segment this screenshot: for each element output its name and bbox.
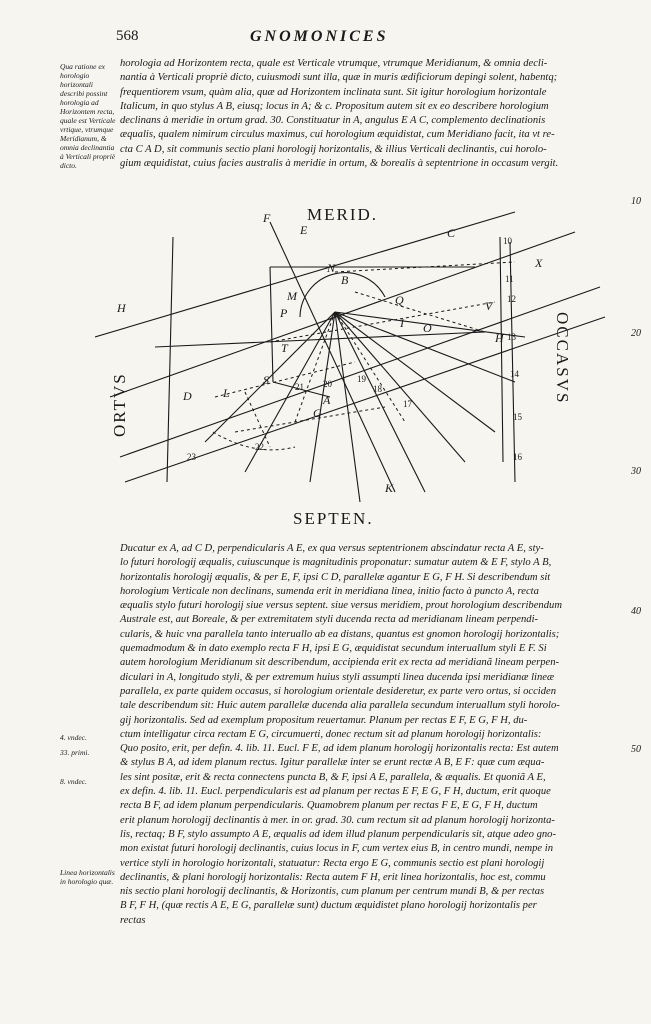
text-line: Ducatur ex A, ad C D, perpendicularis A …	[120, 543, 544, 554]
label-meridies: MERID.	[307, 205, 378, 224]
figure-hour-numbers: 10 11 12 13 14 15 16 17 18 19 20 21 22 23	[187, 236, 523, 462]
figure-letter: S	[263, 373, 269, 387]
figure-letter: I	[399, 316, 405, 330]
text-line: nantia à Verticali propriè dicto, cuiusm…	[120, 72, 558, 84]
text-line: B F, F H, (quæ rectis A E, E G, parallel…	[120, 900, 537, 912]
text-line: frequentiorem vsum, quàm alia, quæ ad Ho…	[120, 86, 547, 98]
figure-letter: V	[485, 299, 494, 313]
figure-letter: X	[534, 256, 543, 270]
figure-point-letters: F E C X H N M B P T Q V O D L S AG K I H	[116, 211, 543, 495]
text-line: quemadmodum & in dato exemplo recta F H,…	[120, 643, 547, 655]
text-line: æqualis, qualem nimirum circulus maximus…	[120, 129, 555, 141]
line-number-30: 30	[631, 466, 641, 477]
text-line: parallela, ex parte quidem occasus, si h…	[120, 685, 557, 697]
figure-hour-number: 13	[507, 332, 517, 342]
line-number-10: 10	[631, 196, 641, 207]
figure-letter: D	[182, 389, 192, 403]
text-line: rectas	[120, 914, 146, 926]
figure-letter: M	[286, 289, 298, 303]
figure-letter: E	[299, 223, 308, 237]
figure-letter: B	[341, 273, 349, 287]
figure-letter: Q	[395, 293, 404, 307]
text-line: recta B F, ad idem planum perpendiculari…	[120, 800, 538, 812]
label-occasus: OCCASVS	[553, 312, 572, 404]
line-number-50: 50	[631, 744, 641, 755]
figure-letter: H	[494, 331, 505, 345]
text-line: horologia ad Horizontem recta, quale est…	[120, 58, 548, 69]
figure-letter: G	[313, 406, 322, 420]
text-line: ex defin. 4. lib. 11. Eucl. perpendicula…	[120, 786, 551, 798]
page-number: 568	[116, 28, 139, 44]
figure-letter: F	[262, 211, 271, 225]
text-line: Australe est, aut Boreale, & per extremi…	[120, 614, 539, 626]
text-line: gij horizontalis. Sed ad exemplum propos…	[120, 714, 528, 726]
label-ortus: ORTVS	[110, 372, 129, 437]
margin-note-bottom: Linea horizontalis in horologio quæ.	[60, 868, 115, 886]
figure-letter: P	[279, 306, 288, 320]
figure-letter: T	[281, 341, 289, 355]
figure-hour-number: 21	[295, 382, 304, 392]
text-line: ctum intelligatur circa rectam E G, circ…	[120, 728, 542, 740]
text-line: nis sectio plani horologij declinantis, …	[120, 886, 545, 898]
text-line: declinantis, & plani horologij horizonta…	[120, 871, 546, 883]
text-line: tale describendum sit: Huic autem parall…	[120, 700, 560, 712]
text-line: mon existat futuri horologij declinantis…	[120, 843, 554, 855]
figure-hour-number: 12	[507, 294, 516, 304]
figure-hour-number: 22	[255, 442, 264, 452]
figure-letter: H	[116, 301, 127, 315]
text-line: erit planum horologij declinantis à mer.…	[120, 814, 555, 826]
text-line: horologium Verticale non declinans, sume…	[120, 585, 539, 597]
figure-hour-number: 23	[187, 452, 197, 462]
figure-hour-number: 16	[513, 452, 523, 462]
text-line: lo futuri horologij æqualis, cuiuscunque…	[120, 557, 552, 569]
paragraph-1: horologia ad Horizontem recta, quale est…	[120, 57, 608, 171]
margin-note-top: Qua ratione ex horologio horizontali des…	[60, 62, 116, 170]
gnomonic-diagram: MERID. SEPTEN. ORTVS OCCASVS F E C X H N M B P T Q…	[95, 205, 606, 528]
text-line: & stylus B A, ad idem planum rectus. Igi…	[120, 757, 545, 769]
figure-hour-number: 15	[513, 412, 523, 422]
text-line: cta C A D, sit communis sectio plani hor…	[120, 143, 547, 155]
figure-hour-number: 18	[373, 384, 383, 394]
text-line: diculari in A, longitudo styli, & per ex…	[120, 671, 555, 683]
paragraph-2: Ducatur ex A, ad C D, perpendicularis A …	[120, 542, 608, 928]
text-line: horizontalis horologij æqualis, & per E,…	[120, 571, 551, 583]
figure-letter: L	[222, 386, 230, 400]
label-septentrio: SEPTEN.	[293, 509, 374, 528]
text-line: Italicum, in quo stylus A B, eiusq; locu…	[120, 100, 549, 112]
figure-hour-number: 20	[323, 379, 333, 389]
figure-hour-number: 19	[357, 374, 367, 384]
margin-note-ref3: 8. vndec.	[60, 777, 87, 786]
figure-hour-number: 11	[505, 274, 514, 284]
text-line: declinans à meridie in ortum grad. 30. C…	[120, 115, 546, 127]
text-line: les sint positæ, erit & recta connectens…	[120, 771, 546, 783]
text-line: cularis, & huic vna parallela tanto inte…	[120, 628, 560, 640]
margin-note-ref1: 4. vndec.	[60, 733, 87, 742]
figure-hour-number: 10	[503, 236, 513, 246]
figure-letter: K	[384, 481, 394, 495]
text-line: vertice styli in horologio horizontali, …	[120, 857, 545, 869]
running-title: GNOMONICES	[250, 28, 389, 45]
margin-note-ref2: 33. primi.	[60, 748, 90, 757]
line-number-20: 20	[631, 328, 641, 339]
text-line: autem horologium Meridianum sit describe…	[120, 657, 560, 669]
text-line: æqualis stylo futuri horologij siue vers…	[120, 600, 562, 612]
figure-hour-number: 17	[403, 399, 413, 409]
figure-hour-number: 14	[510, 369, 520, 379]
text-line: lis, rectaq; B F, stylo assumpto A E, æq…	[120, 828, 556, 840]
text-line: gium æquidistat, cuius facies australis …	[120, 158, 559, 170]
text-line: Quo posito, erit, per defin. 4. lib. 11.…	[120, 743, 559, 755]
figure-letter: N	[326, 261, 336, 275]
line-number-40: 40	[631, 606, 641, 617]
figure-letter: A	[322, 393, 331, 407]
figure-letter: O	[423, 321, 432, 335]
figure-letter: C	[447, 226, 456, 240]
